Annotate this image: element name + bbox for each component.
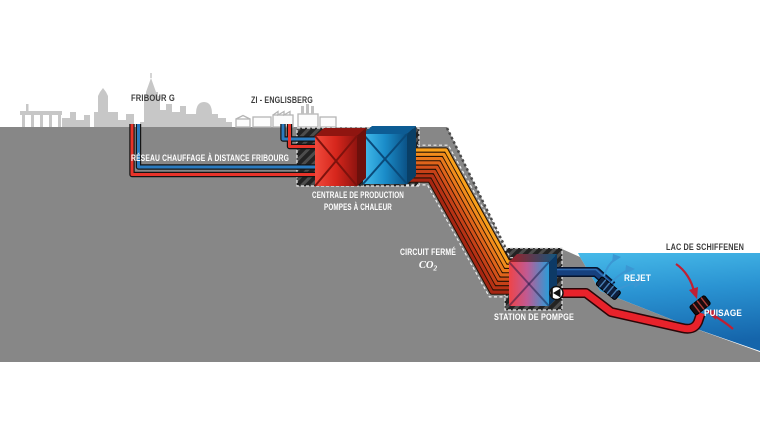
pump-station-label: STATION DE POMPGE: [494, 312, 574, 322]
industrial-zone-label: ZI - ENGLISBERG: [251, 95, 313, 105]
slope-dashed-edge: [445, 127, 508, 250]
terrain-ground: [0, 127, 760, 362]
plant-label-line1: CENTRALE DE PRODUCTION: [312, 190, 404, 200]
co2-formula-label: CO2: [419, 260, 438, 273]
zi-pipe-red: [288, 124, 319, 148]
intake-pipe-red: [549, 288, 706, 334]
bridge-pylon: [26, 104, 29, 112]
city-skyline: [20, 73, 232, 127]
district-heating-pipes: [129, 124, 320, 178]
zi-connection-pipes: [280, 124, 319, 150]
blue-heat-pump-unit: [362, 126, 416, 185]
network-supply-pipe-red: [130, 124, 320, 176]
city-label: FRIBOUR G: [131, 93, 175, 103]
intake-label: PUISAGE: [704, 308, 742, 319]
bridge-deck: [20, 111, 62, 115]
diffuser: [595, 276, 621, 300]
plant-label-line2: POMPES À CHALEUR: [324, 202, 392, 212]
lake-label: LAC DE SCHIFFENEN: [666, 242, 744, 253]
circuit-label: CIRCUIT FERMÉ: [400, 247, 456, 257]
red-heat-pump-unit: [314, 128, 366, 187]
bundle-dashed-edge-bottom: [406, 184, 516, 298]
upward-flow-arrows-icon: [603, 254, 643, 291]
inward-flow-arrows-icon: [675, 263, 734, 330]
network-return-pipe-blue: [137, 124, 320, 169]
lake-water: [578, 253, 760, 351]
industrial-zone-buildings: [235, 104, 337, 128]
zi-pipe-blue: [281, 124, 319, 141]
skyline-silhouette: [62, 78, 232, 127]
pump-icon: [549, 285, 564, 301]
co2-pipe-bundle: [406, 144, 516, 298]
bundle-dashed-edge-top: [406, 144, 516, 259]
network-label: RÉSEAU CHAUFFAGE À DISTANCE FRIBOURG: [131, 153, 289, 163]
heat-exchanger-unit: [508, 254, 557, 307]
intake-head: [689, 295, 711, 316]
discharge-label: REJET: [624, 273, 651, 284]
